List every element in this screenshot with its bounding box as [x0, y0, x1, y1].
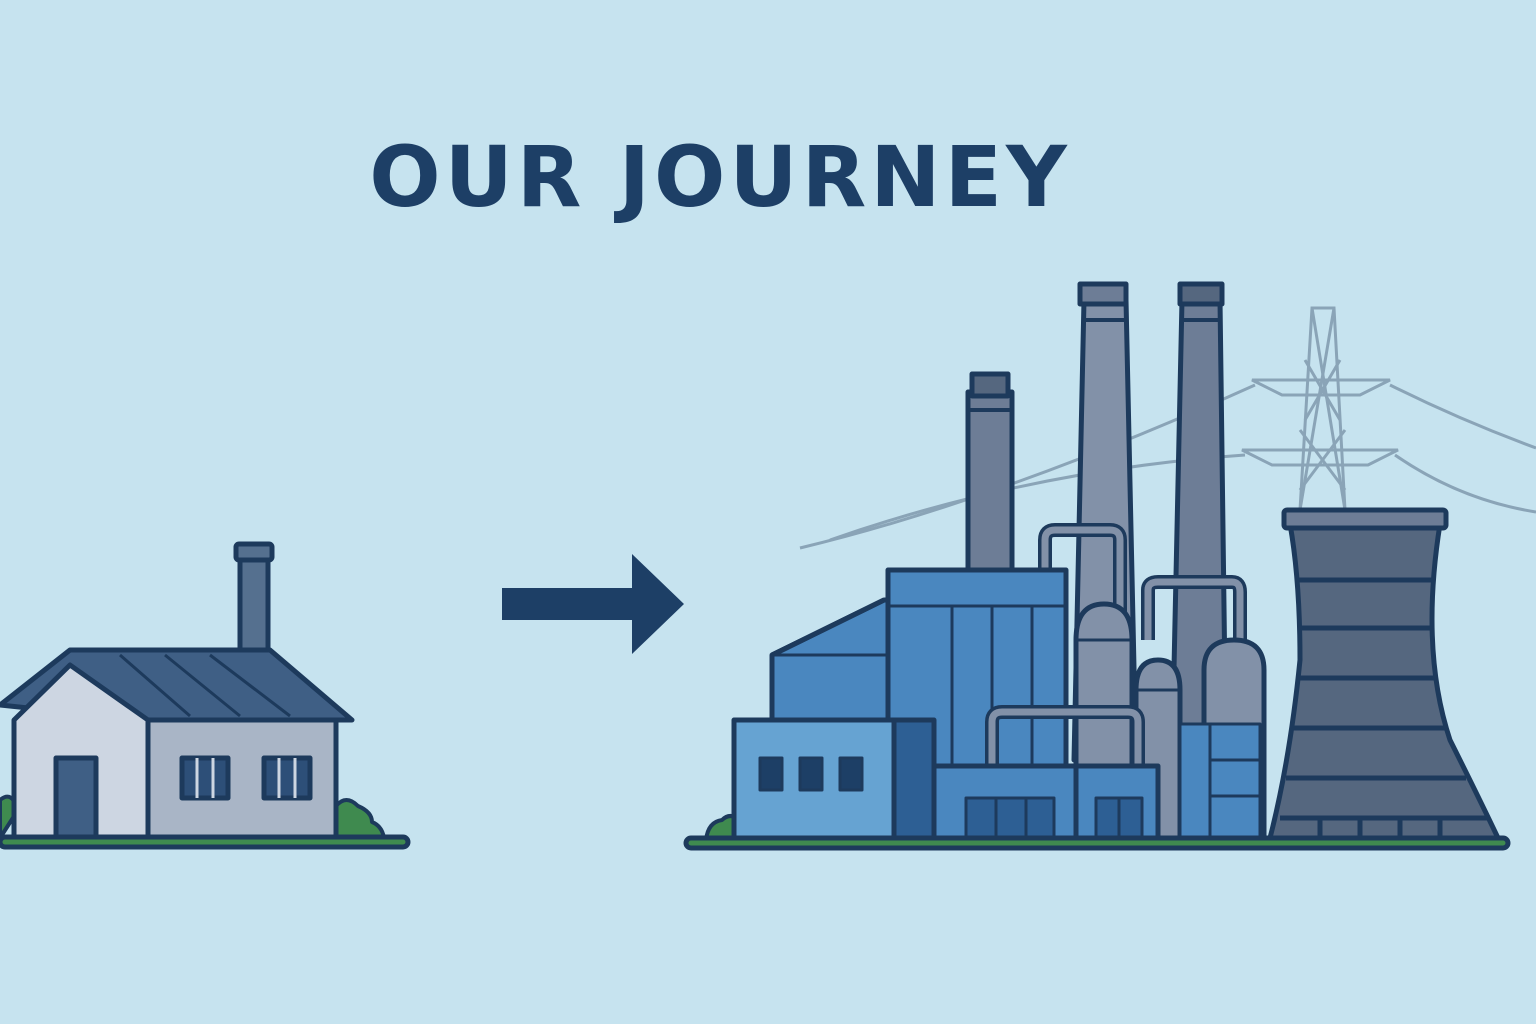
- page-title: OUR JOURNEY: [369, 128, 1071, 226]
- cooling-tower-icon: [1267, 507, 1501, 841]
- arrow-right-icon: [502, 554, 684, 654]
- small-house-icon: [0, 541, 411, 850]
- industrial-plant-icon: [683, 281, 1511, 851]
